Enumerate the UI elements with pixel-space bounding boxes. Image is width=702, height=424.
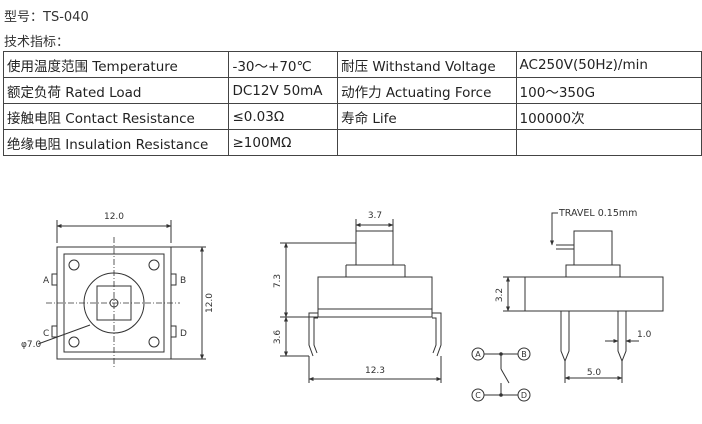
right-pin xyxy=(617,311,627,363)
corner-boss-icon xyxy=(68,259,80,271)
junction-dot xyxy=(499,352,503,356)
actuator-shoulder xyxy=(345,265,406,278)
technical-drawings: 12.0 12.0 φ7.0 A B C D 3.7 7.3 3.6 12.3 xyxy=(21,208,664,402)
terminal-c-label: C xyxy=(475,391,481,400)
cap-width-dim: 3.7 xyxy=(368,211,382,221)
table-row: 额定负荷 Rated Load DC12V 50mA 动作力 Actuating… xyxy=(2,77,702,104)
travel-label: TRAVEL 0.15mm xyxy=(558,208,637,219)
top-height-dim: 12.0 xyxy=(205,293,215,313)
leader-line xyxy=(37,324,91,345)
spec-label: 绝缘电阻 Insulation Resistance xyxy=(2,129,230,156)
switch-contact xyxy=(500,368,510,384)
pin-gap-dim: 1.0 xyxy=(637,330,652,340)
spec-label: 接触电阻 Contact Resistance xyxy=(2,103,230,130)
specs-table: 使用温度范围 Temperature -30～+70℃ 耐压 Withstand… xyxy=(2,51,702,156)
model-line: 型号：TS-040 xyxy=(4,6,89,25)
corner-boss-icon xyxy=(148,336,160,348)
pin-a-label: A xyxy=(43,276,50,286)
terminal-b-label: B xyxy=(521,350,527,359)
actuator-shoulder xyxy=(565,264,621,278)
specs-title: 技术指标： xyxy=(4,35,70,50)
spec-value: 100000次 xyxy=(515,103,702,130)
terminal-a-label: A xyxy=(475,350,481,359)
pin-b xyxy=(170,273,177,286)
terminal-d-label: D xyxy=(521,391,527,400)
front-view-drawing xyxy=(280,219,442,383)
travel-leader xyxy=(550,212,558,246)
spec-value: ≥100MΩ xyxy=(228,129,339,156)
pin-a xyxy=(51,273,58,286)
left-lead xyxy=(308,312,318,357)
corner-boss-icon xyxy=(68,336,80,348)
spec-label: 使用温度范围 Temperature xyxy=(2,51,230,78)
overall-width-dim: 12.3 xyxy=(365,366,385,376)
spec-value: 100～350G xyxy=(515,77,702,104)
spec-value xyxy=(515,129,702,156)
table-row: 接触电阻 Contact Resistance ≤0.03Ω 寿命 Life 1… xyxy=(2,103,702,130)
spec-label: 耐压 Withstand Voltage xyxy=(337,51,517,78)
left-pin xyxy=(560,311,570,363)
spec-label: 额定负荷 Rated Load xyxy=(2,77,230,104)
table-row: 使用温度范围 Temperature -30～+70℃ 耐压 Withstand… xyxy=(2,51,702,78)
pin-c-label: C xyxy=(43,329,49,339)
pin-d-label: D xyxy=(180,329,187,339)
pin-d xyxy=(170,325,177,338)
actuator-side xyxy=(355,230,394,266)
spec-label: 动作力 Actuating Force xyxy=(337,77,517,104)
pin-pitch-dim: 5.0 xyxy=(587,368,602,378)
top-view-drawing xyxy=(37,220,206,368)
top-width-dim: 12.0 xyxy=(104,212,124,222)
switch-body-side xyxy=(317,276,433,318)
corner-boss-icon xyxy=(148,259,160,271)
spec-label: 寿命 Life xyxy=(337,103,517,130)
spec-value: DC12V 50mA xyxy=(228,77,339,104)
body-height-dim: 3.2 xyxy=(495,288,505,302)
pin-b-label: B xyxy=(180,276,186,286)
right-lead xyxy=(432,312,442,357)
pin-length-dim: 3.6 xyxy=(273,330,283,345)
junction-dot xyxy=(499,393,503,397)
spec-label xyxy=(337,129,517,156)
pin-c xyxy=(51,325,58,338)
spec-value: ≤0.03Ω xyxy=(228,103,339,130)
spec-value: -30～+70℃ xyxy=(228,51,339,78)
front-height-dim: 7.3 xyxy=(273,274,283,288)
model-label: 型号： xyxy=(4,10,44,25)
spec-value: AC250V(50Hz)/min xyxy=(515,51,702,78)
actuator-side xyxy=(573,230,613,266)
model-value: TS-040 xyxy=(43,10,89,25)
table-row: 绝缘电阻 Insulation Resistance ≥100MΩ xyxy=(2,129,702,156)
side-view-drawing xyxy=(503,212,664,383)
switch-body-side xyxy=(524,276,664,312)
diameter-dim: φ7.0 xyxy=(21,340,42,350)
